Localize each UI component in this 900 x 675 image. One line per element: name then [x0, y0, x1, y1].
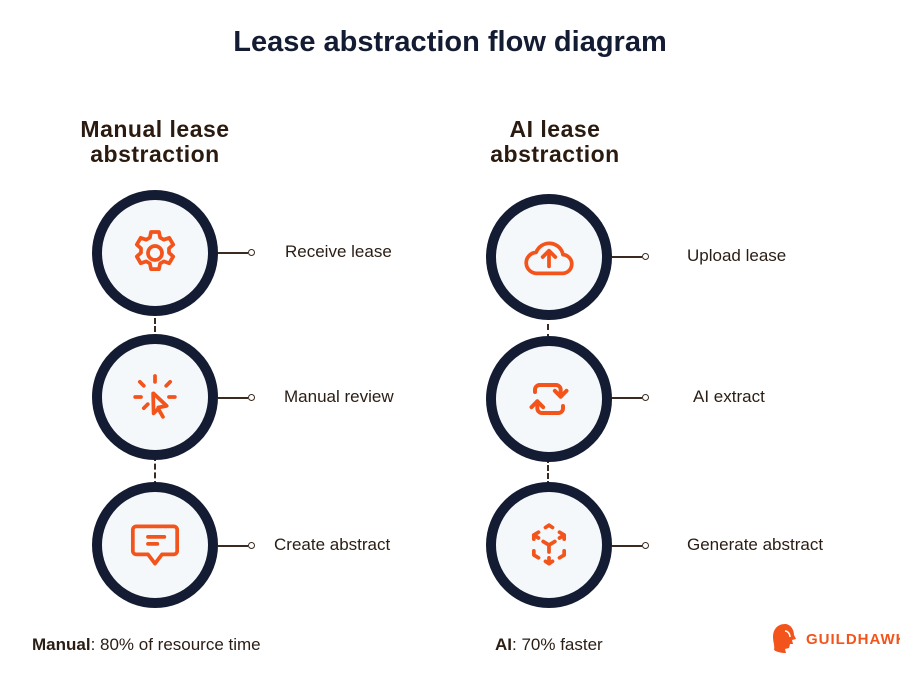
ai-footer-bold: AI: [495, 635, 512, 654]
step-label: Create abstract: [274, 535, 391, 554]
ai-column-heading: AI lease abstraction: [490, 116, 620, 167]
cursor-click-icon: [133, 374, 177, 419]
step-label: Generate abstract: [687, 535, 824, 554]
connector-line: [612, 542, 649, 549]
connector-dashed: [154, 310, 156, 340]
connector-line: [218, 542, 255, 549]
chat-bubble-icon: [130, 524, 180, 566]
ai-footer-text: : 70% faster: [512, 635, 603, 654]
step-circle-create: [92, 482, 218, 608]
manual-footer-bold: Manual: [32, 635, 91, 654]
step-circle-review: [92, 334, 218, 460]
connector-line: [612, 253, 649, 260]
manual-footer-text: : 80% of resource time: [90, 635, 261, 654]
brand-name: GUILDHAWK: [806, 630, 900, 648]
refresh-icon: [529, 383, 569, 415]
step-circle-receive: [92, 190, 218, 316]
step-circle-upload: [486, 194, 612, 320]
connector-line: [612, 394, 649, 401]
ai-footer: AI: 70% faster: [495, 635, 603, 655]
cube-expand-icon: [531, 523, 567, 566]
guildhawk-logo: GUILDHAWK: [770, 622, 900, 656]
manual-footer: Manual: 80% of resource time: [32, 635, 261, 655]
gear-icon: [134, 230, 176, 271]
step-label: Receive lease: [285, 242, 392, 261]
manual-column-heading: Manual lease abstraction: [80, 116, 230, 167]
step-circle-extract: [486, 336, 612, 462]
page-title: Lease abstraction flow diagram: [233, 26, 667, 58]
step-label: AI extract: [693, 387, 765, 406]
hawk-head-logo-icon: [773, 624, 796, 653]
connector-line: [218, 249, 255, 256]
connector-dashed: [547, 457, 549, 487]
connector-dashed: [547, 314, 549, 340]
step-label: Upload lease: [687, 246, 787, 265]
step-circle-generate: [486, 482, 612, 608]
connector-dashed: [154, 455, 156, 487]
cloud-upload-icon: [524, 241, 574, 276]
connector-line: [218, 394, 255, 401]
step-label: Manual review: [284, 387, 394, 406]
